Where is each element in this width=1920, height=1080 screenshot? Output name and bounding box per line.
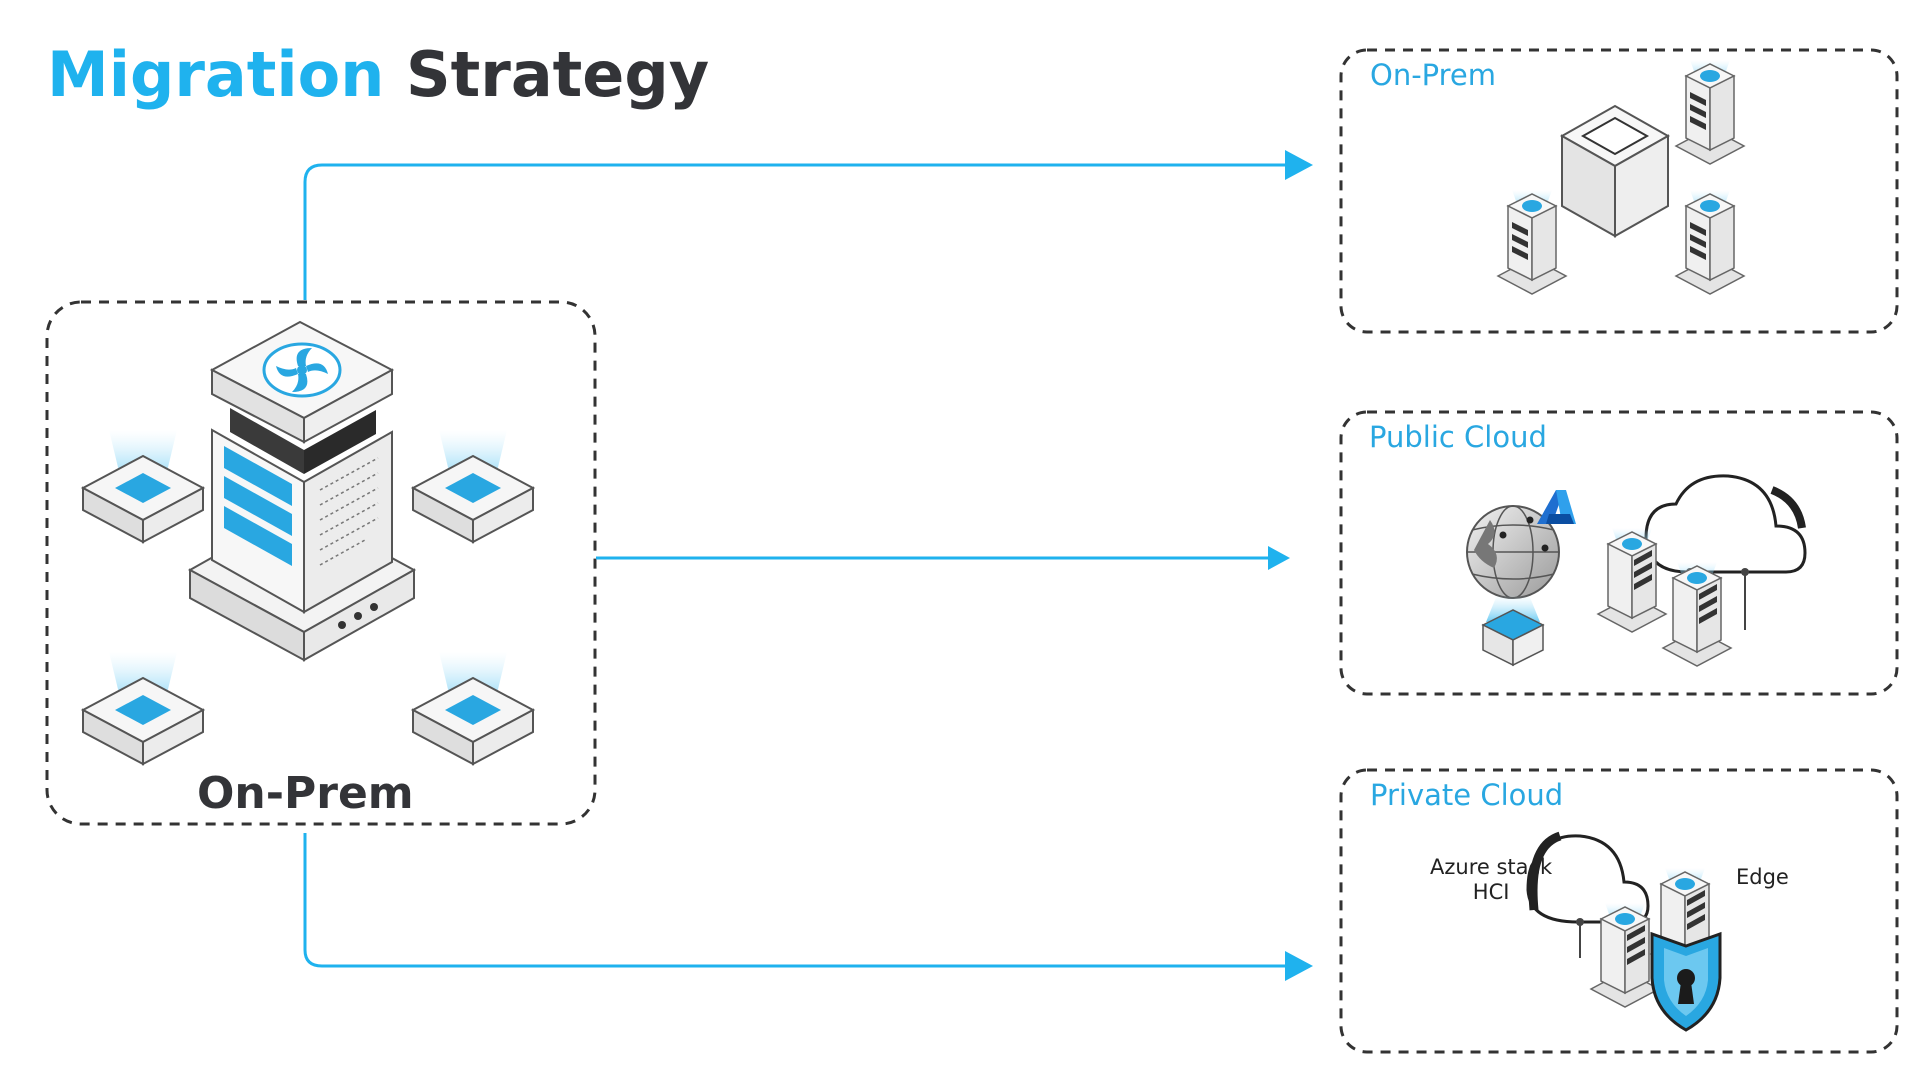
cloud-icon bbox=[1644, 474, 1807, 630]
title-accent: Migration bbox=[47, 38, 385, 111]
mini-server-icon bbox=[1674, 60, 1746, 165]
mini-server-icon bbox=[1674, 190, 1746, 295]
page-title: Migration Strategy bbox=[47, 38, 709, 111]
target-box-private-cloud bbox=[1339, 768, 1899, 1054]
source-box bbox=[45, 300, 597, 826]
mini-server-icon bbox=[1589, 903, 1661, 1008]
central-server-icon bbox=[187, 320, 417, 662]
target-label-public-cloud: Public Cloud bbox=[1369, 420, 1547, 454]
title-main: Strategy bbox=[405, 38, 710, 111]
target-label-on-prem: On-Prem bbox=[1370, 58, 1497, 92]
mini-server-icon bbox=[1596, 528, 1668, 633]
azure-stack-hci-line2: HCI bbox=[1472, 880, 1510, 904]
mini-server-icon bbox=[1661, 562, 1733, 667]
cloud-icon bbox=[1526, 831, 1650, 958]
target-box-public-cloud bbox=[1339, 410, 1899, 696]
mini-server-icon bbox=[1496, 190, 1568, 295]
edge-device-icon bbox=[80, 430, 206, 544]
arrowhead-bottom bbox=[1285, 951, 1313, 981]
edge-device-icon bbox=[80, 652, 206, 766]
azure-stack-hci-label: Azure stack HCI bbox=[1430, 855, 1552, 905]
storage-hub-icon bbox=[1559, 104, 1671, 238]
azure-stack-hci-line1: Azure stack bbox=[1430, 855, 1553, 879]
shield-lock-icon bbox=[1650, 931, 1722, 1032]
edge-device-icon bbox=[410, 430, 536, 544]
target-box-on-prem bbox=[1339, 48, 1899, 334]
connector-bottom bbox=[303, 833, 1313, 981]
source-label: On-Prem bbox=[197, 768, 414, 819]
edge-label: Edge bbox=[1736, 865, 1789, 889]
arrowhead-top bbox=[1285, 150, 1313, 180]
edge-device-icon bbox=[410, 652, 536, 766]
target-label-private-cloud: Private Cloud bbox=[1370, 778, 1564, 812]
globe-icon bbox=[1466, 505, 1560, 667]
connector-middle bbox=[596, 546, 1290, 570]
connector-top bbox=[303, 150, 1313, 300]
arrowhead-middle bbox=[1268, 546, 1290, 570]
azure-logo-icon bbox=[1537, 490, 1576, 524]
